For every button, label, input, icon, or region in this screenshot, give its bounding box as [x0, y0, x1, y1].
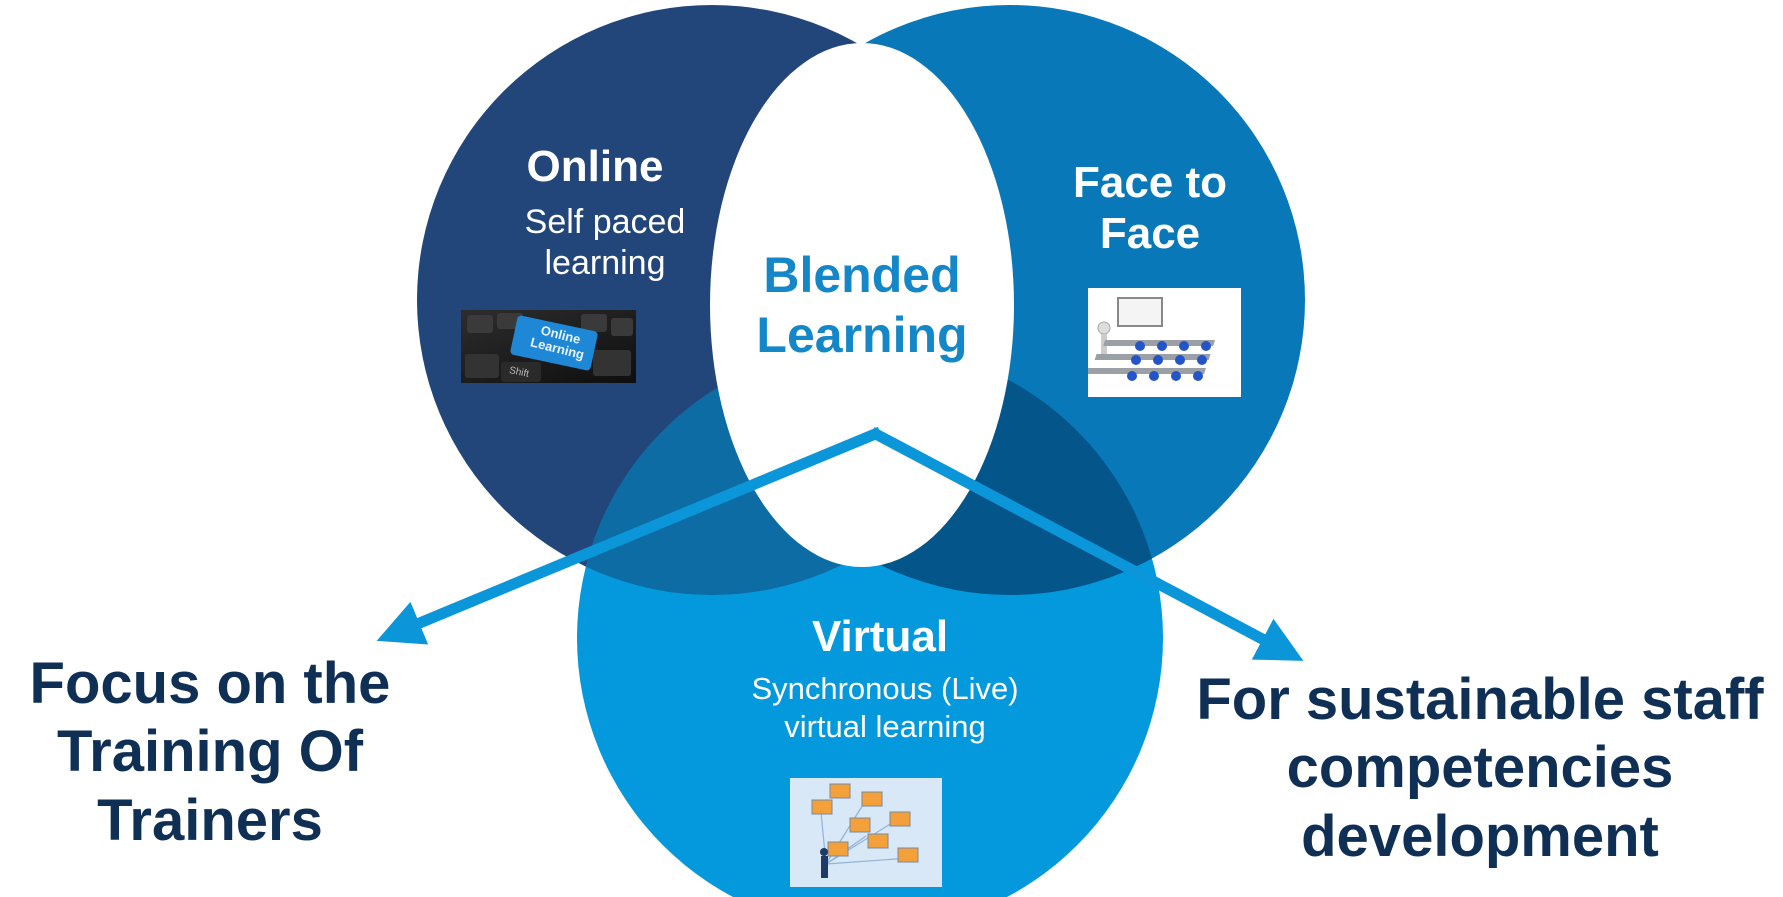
blended-center-ellipse — [710, 43, 1014, 567]
online-title: Online — [526, 142, 664, 191]
arrow-left — [376, 426, 883, 645]
virtual-network-image — [790, 778, 942, 887]
arrow-right — [869, 427, 1304, 661]
face-to-face-title: Face to Face — [1072, 158, 1228, 258]
online-keyboard-image: Online Learning Shift — [461, 310, 636, 383]
online-subtitle: Self paced learning — [524, 203, 686, 283]
network-icon — [811, 783, 919, 878]
classroom-image — [1088, 288, 1241, 397]
virtual-subtitle: Synchronous (Live) virtual learning — [751, 671, 1019, 744]
right-outcome-text: For sustainable staff competencies devel… — [1196, 667, 1764, 869]
keyboard-icon — [465, 313, 633, 382]
classroom-icon — [1088, 297, 1216, 381]
blended-learning-title: Blended Learning — [756, 247, 968, 363]
left-outcome-text: Focus on the Training Of Trainers — [29, 651, 391, 853]
virtual-title: Virtual — [811, 612, 949, 661]
